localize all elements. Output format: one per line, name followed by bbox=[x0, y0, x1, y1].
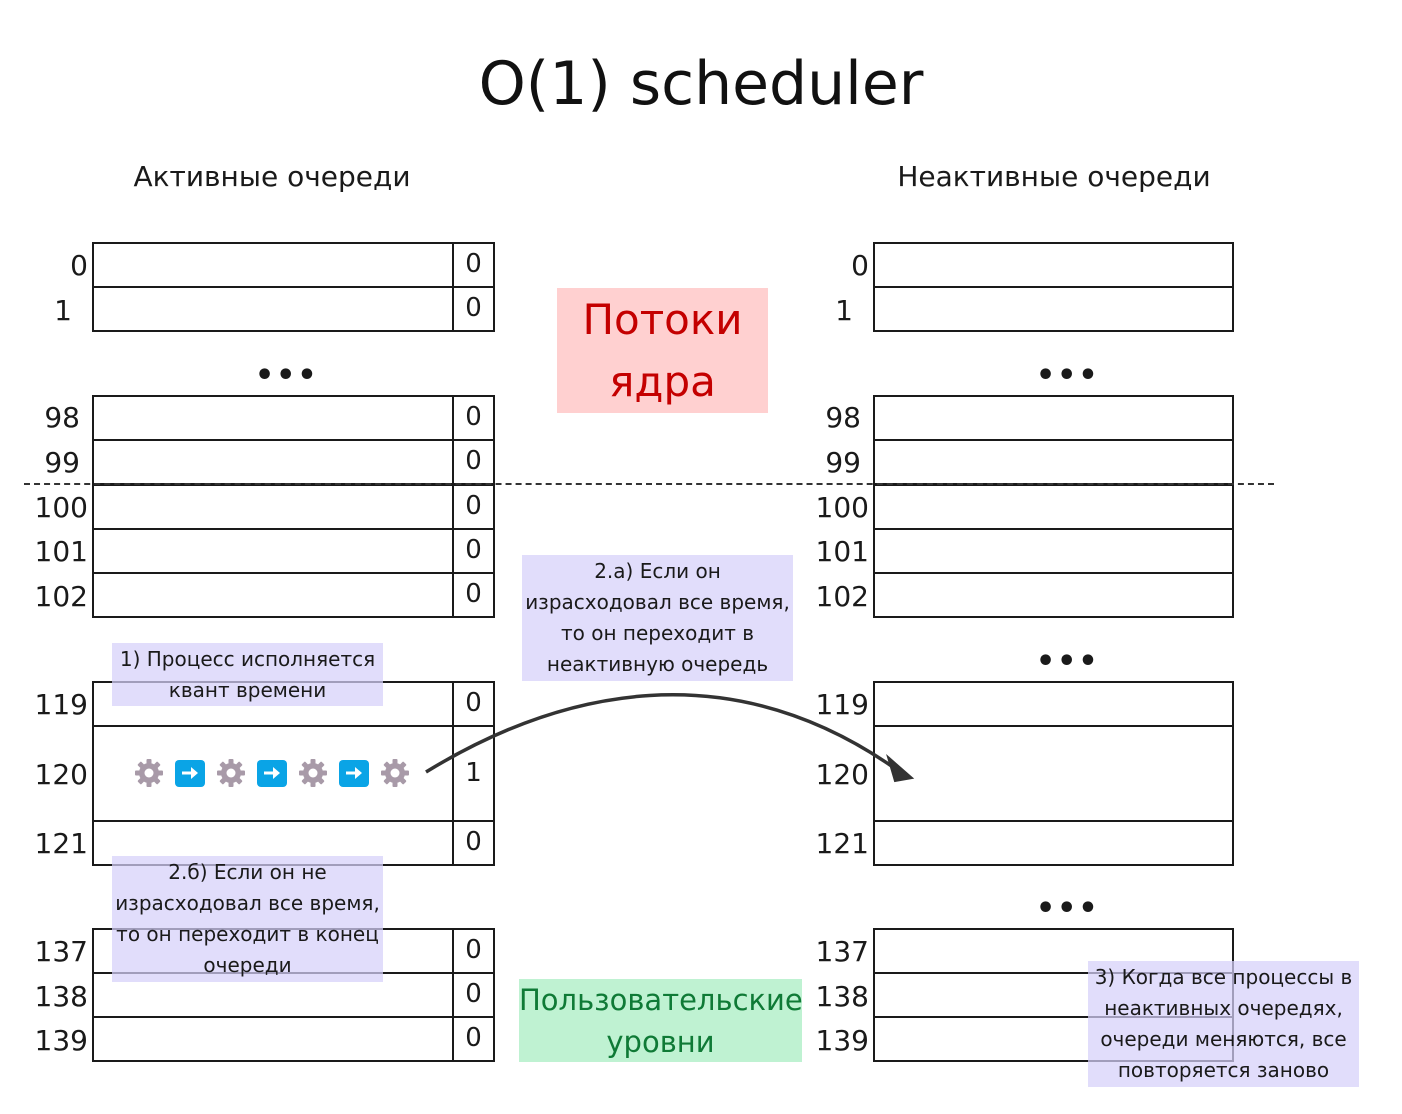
arrow-right-icon bbox=[175, 759, 205, 787]
gear-icon bbox=[216, 758, 246, 788]
note-step-3: 3) Когда все процессы в неактивных очере… bbox=[1088, 961, 1359, 1087]
active-bitmap-flag: 0 bbox=[452, 242, 495, 288]
active-row-label: 1 bbox=[54, 294, 72, 327]
active-row-label: 119 bbox=[34, 688, 88, 721]
note-line: очереди bbox=[203, 953, 292, 977]
gear-icon bbox=[134, 758, 164, 788]
note-line: квант времени bbox=[168, 678, 327, 702]
inactive-row-label: 101 bbox=[815, 535, 869, 568]
inactive-row-label: 99 bbox=[825, 446, 861, 479]
kernel-region-line: Потоки bbox=[582, 295, 743, 344]
active-row-label: 139 bbox=[34, 1024, 88, 1057]
active-queues-header: Активные очереди bbox=[133, 160, 411, 193]
inactive-row-label: 98 bbox=[825, 401, 861, 434]
inactive-row-label: 120 bbox=[815, 758, 869, 791]
ellipsis: ••• bbox=[255, 358, 319, 393]
active-bitmap-flag: 0 bbox=[452, 528, 495, 574]
note-line: неактивных очередях, bbox=[1104, 996, 1343, 1020]
inactive-row-label: 138 bbox=[815, 980, 869, 1013]
arrow-head bbox=[886, 753, 915, 783]
active-bitmap-flag: 0 bbox=[452, 572, 495, 618]
kernel-threads-region: Потоки ядра bbox=[557, 288, 768, 413]
arrow-curve bbox=[425, 693, 902, 774]
active-row-label: 0 bbox=[70, 249, 88, 282]
inactive-queue-slot bbox=[873, 820, 1234, 866]
gear-icon bbox=[298, 758, 328, 788]
active-bitmap-flag: 1 bbox=[452, 725, 495, 822]
user-region-line: уровни bbox=[606, 1025, 715, 1059]
active-queue-slot bbox=[92, 484, 454, 530]
active-bitmap-flag: 0 bbox=[452, 820, 495, 866]
note-line: то он переходит в bbox=[561, 621, 754, 645]
active-bitmap-flag: 0 bbox=[452, 286, 495, 332]
inactive-row-label: 102 bbox=[815, 580, 869, 613]
inactive-row-label: 100 bbox=[815, 491, 869, 524]
inactive-queue-slot bbox=[873, 286, 1234, 332]
note-step-1: 1) Процесс исполняется квант времени bbox=[112, 643, 383, 706]
note-line: очереди меняются, все bbox=[1100, 1027, 1347, 1051]
active-row-label: 138 bbox=[34, 980, 88, 1013]
inactive-queue-slot bbox=[873, 572, 1234, 618]
inactive-row-label: 121 bbox=[815, 827, 869, 860]
active-bitmap-flag: 0 bbox=[452, 395, 495, 441]
active-bitmap-flag: 0 bbox=[452, 1016, 495, 1062]
active-bitmap-flag: 0 bbox=[452, 928, 495, 974]
note-line: израсходовал все время, bbox=[115, 891, 380, 915]
note-step-2a: 2.а) Если он израсходовал все время, то … bbox=[522, 555, 793, 681]
arrow-right-icon bbox=[339, 759, 369, 787]
active-queue-slot bbox=[92, 242, 454, 288]
active-row-label: 120 bbox=[34, 758, 88, 791]
user-levels-region: Пользовательские уровни bbox=[519, 979, 803, 1062]
note-line: то он переходит в конец bbox=[116, 922, 379, 946]
note-line: израсходовал все время, bbox=[525, 590, 790, 614]
active-row-label: 102 bbox=[34, 580, 88, 613]
diagram-title: O(1) scheduler bbox=[478, 49, 924, 119]
active-row-label: 98 bbox=[44, 401, 80, 434]
note-step-2b: 2.б) Если он не израсходовал все время, … bbox=[112, 856, 383, 982]
active-row-label: 99 bbox=[44, 446, 80, 479]
active-bitmap-flag: 0 bbox=[452, 972, 495, 1018]
gear-icon bbox=[380, 758, 410, 788]
ellipsis: ••• bbox=[1036, 891, 1100, 926]
active-queue-slot bbox=[92, 572, 454, 618]
inactive-row-label: 139 bbox=[815, 1024, 869, 1057]
note-line: 2.а) Если он bbox=[594, 559, 721, 583]
active-bitmap-flag: 0 bbox=[452, 484, 495, 530]
active-row-label: 101 bbox=[34, 535, 88, 568]
user-region-line: Пользовательские bbox=[519, 983, 803, 1017]
active-queue-slot bbox=[92, 286, 454, 332]
kernel-region-line: ядра bbox=[609, 357, 716, 406]
note-line: повторяется заново bbox=[1117, 1058, 1330, 1082]
inactive-row-label: 0 bbox=[851, 249, 869, 282]
kernel-user-divider bbox=[24, 483, 1274, 485]
inactive-row-label: 1 bbox=[835, 294, 853, 327]
active-row-label: 121 bbox=[34, 827, 88, 860]
inactive-row-label: 119 bbox=[815, 688, 869, 721]
active-row-label: 137 bbox=[34, 935, 88, 968]
note-line: 1) Процесс исполняется bbox=[119, 647, 376, 671]
inactive-queue-slot bbox=[873, 528, 1234, 574]
arrow-right-icon bbox=[257, 759, 287, 787]
ellipsis: ••• bbox=[1036, 644, 1100, 679]
inactive-queues-header: Неактивные очереди bbox=[897, 160, 1211, 193]
note-line: 2.б) Если он не bbox=[168, 860, 327, 884]
note-line: 3) Когда все процессы в bbox=[1094, 965, 1353, 989]
process-chain bbox=[94, 728, 451, 818]
inactive-queue-slot bbox=[873, 484, 1234, 530]
inactive-row-label: 137 bbox=[815, 935, 869, 968]
active-bitmap-flag: 0 bbox=[452, 681, 495, 727]
active-row-label: 100 bbox=[34, 491, 88, 524]
active-queue-slot bbox=[92, 1016, 454, 1062]
ellipsis: ••• bbox=[1036, 358, 1100, 393]
note-line: неактивную очередь bbox=[546, 652, 769, 676]
